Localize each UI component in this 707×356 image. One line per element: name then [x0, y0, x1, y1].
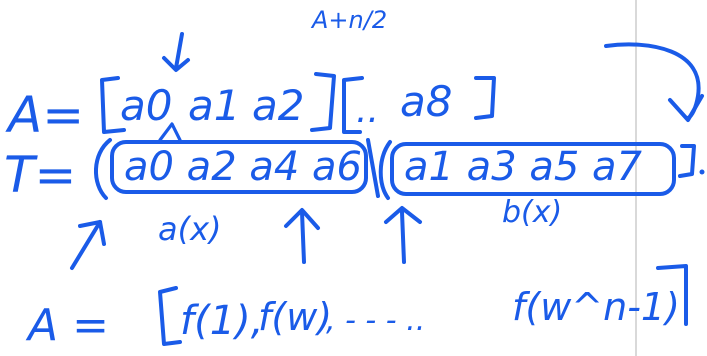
bracket-close-1 [310, 72, 336, 132]
label-a-plus-n2: A+n/2 [310, 6, 387, 34]
paren-open-left [93, 138, 112, 200]
pointer-mark [158, 122, 182, 142]
even-coeffs: a0 a2 a4 a6 [124, 144, 362, 190]
bracket-close-3 [656, 264, 688, 326]
even-group-box [110, 140, 368, 194]
arrow-up-left-icon [70, 220, 106, 270]
f-of-w: f(w) [258, 295, 332, 339]
bracket-close-row2 [678, 144, 696, 178]
bracket-close-2 [474, 76, 496, 120]
odd-group-box [390, 142, 676, 196]
paren-open-right [378, 140, 392, 200]
b-of-x-label: b(x) [502, 195, 562, 230]
a-of-x-label: a(x) [158, 210, 222, 248]
f-of-1: f(1), [180, 298, 263, 344]
bracket-open-1 [100, 76, 126, 134]
curved-arrow-icon [604, 42, 704, 122]
f-of-w-n-minus-1: f(w^n-1) [512, 285, 680, 329]
a2-entry: a2 [252, 81, 304, 130]
row2-prefix: T= [4, 146, 76, 204]
divider-slash [366, 138, 380, 198]
a1-entry: a1 [188, 81, 240, 130]
a8-entry: a8 [400, 77, 452, 126]
a0-entry: a0 [120, 81, 172, 130]
trailing-dot [699, 169, 705, 175]
bracket-open-2 [342, 76, 364, 134]
arrow-up-icon-2 [384, 206, 422, 264]
arrow-down-icon [162, 32, 190, 72]
bracket-open-3 [158, 286, 182, 346]
odd-coeffs: a1 a3 a5 a7 [404, 144, 643, 190]
row1-prefix: A= [5, 86, 84, 144]
row3-prefix: A = [25, 300, 109, 351]
ellipsis: , - - - .. [326, 303, 425, 338]
dots: .. [356, 90, 379, 131]
arrow-up-icon [284, 208, 320, 264]
